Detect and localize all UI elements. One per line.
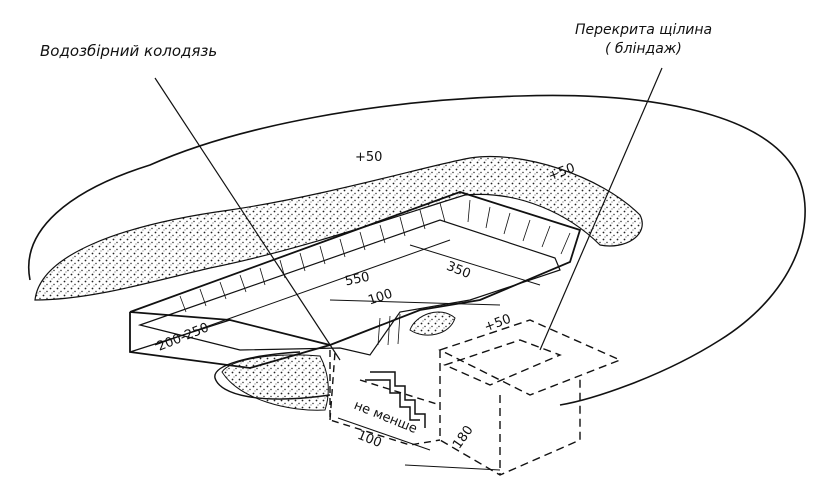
steps xyxy=(365,371,426,428)
trench-bottom xyxy=(137,219,561,356)
shelter-label-line1: Перекрита щілина xyxy=(575,22,713,38)
shelter-box xyxy=(438,319,622,476)
shelter-label-line2: ( бліндаж) xyxy=(605,41,682,57)
trench-front-face xyxy=(129,312,331,369)
parapet-top-dim: +50 xyxy=(355,150,383,165)
dimension-lines xyxy=(154,239,541,346)
well-label: Водозбірний колодязь xyxy=(40,42,218,60)
trench-rim xyxy=(129,191,582,346)
well-leader-line xyxy=(154,77,341,361)
pit-box xyxy=(329,350,441,446)
depth-dimension xyxy=(337,417,501,471)
parapet-mound xyxy=(34,155,643,301)
ground-contour xyxy=(27,94,806,406)
shelter-leader-line xyxy=(539,67,663,351)
spoil-patch xyxy=(221,354,329,411)
spoil-patch-small xyxy=(409,311,456,336)
